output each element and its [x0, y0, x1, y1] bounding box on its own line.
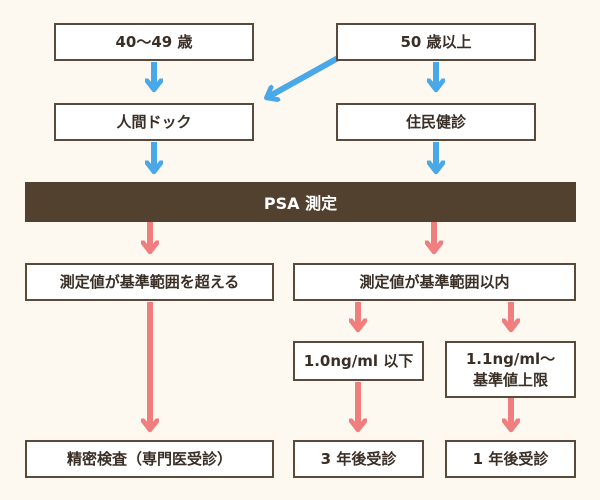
ningen-dock-label: 人間ドック: [116, 112, 192, 131]
psa-label: PSA 測定: [263, 194, 338, 213]
exceeds-range-box: 測定値が基準範囲を超える: [25, 263, 274, 301]
low-range-label: 1.0ng/ml 以下: [303, 351, 414, 370]
age-40-49-box: 40～49 歳: [54, 23, 254, 61]
three-year-box: 3 年後受診: [293, 440, 424, 478]
jumin-kenshin-label: 住民健診: [405, 112, 466, 131]
age-50-plus-box: 50 歳以上: [336, 23, 536, 61]
mid-range-label-line1: 1.1ng/ml～: [465, 350, 556, 369]
three-year-label: 3 年後受診: [320, 449, 397, 468]
within-range-label: 測定値が基準範囲以内: [359, 272, 510, 291]
arrow-50plus-to-dock: [268, 55, 340, 97]
one-year-box: 1 年後受診: [445, 440, 576, 478]
mid-range-box: 1.1ng/ml～ 基準値上限: [445, 341, 576, 398]
age-40-49-label: 40～49 歳: [115, 32, 193, 51]
psa-measurement-bar: PSA 測定: [25, 182, 576, 222]
one-year-label: 1 年後受診: [472, 449, 549, 468]
exceeds-range-label: 測定値が基準範囲を超える: [59, 272, 240, 291]
low-range-box: 1.0ng/ml 以下: [293, 341, 424, 381]
detailed-exam-box: 精密検査（専門医受診）: [25, 440, 274, 478]
jumin-kenshin-box: 住民健診: [336, 103, 536, 141]
age-50-plus-label: 50 歳以上: [400, 32, 472, 51]
within-range-box: 測定値が基準範囲以内: [293, 263, 576, 301]
ningen-dock-box: 人間ドック: [54, 103, 254, 141]
detailed-exam-label: 精密検査（専門医受診）: [66, 449, 232, 468]
mid-range-label-line2: 基準値上限: [472, 370, 548, 389]
